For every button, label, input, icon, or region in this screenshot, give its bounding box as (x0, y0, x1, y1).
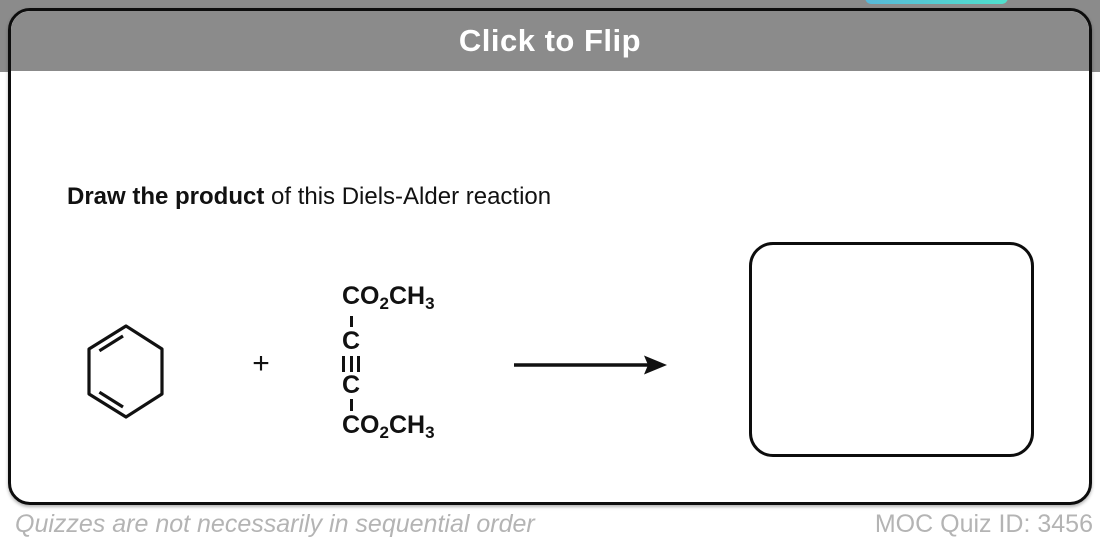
formula-subscript: 2 (379, 293, 389, 313)
single-bond-bottom (349, 399, 353, 411)
formula-text: CH (388, 282, 426, 310)
double-bond-top (98, 334, 124, 353)
question-bold: Draw the product (67, 183, 265, 210)
quiz-id: MOC Quiz ID: 3456 (874, 510, 1093, 538)
triple-bond-line (342, 356, 345, 372)
formula-subscript: 3 (425, 422, 435, 442)
single-bond-top (349, 316, 353, 327)
answer-box (749, 242, 1034, 457)
nav-button-partial[interactable] (865, 0, 1008, 4)
triple-bond (329, 356, 373, 372)
double-bond-bottom (98, 390, 124, 409)
question-rest: of this Diels-Alder reaction (264, 183, 552, 210)
triple-bond-line (349, 356, 353, 372)
triple-bond-line (357, 356, 360, 372)
reaction-arrow (514, 355, 667, 375)
hexagon-ring (87, 324, 164, 419)
substituent-top: CO2CH3 (342, 282, 435, 312)
diene-structure (87, 324, 164, 419)
question-text: Draw the product of this Diels-Alder rea… (67, 183, 551, 211)
arrow-head (644, 355, 667, 375)
formula-text: CO (342, 282, 380, 310)
plus-sign: + (252, 347, 270, 380)
dienophile-structure: CO2CH3 C C CO2CH3 (329, 284, 469, 454)
flashcard[interactable]: Click to Flip Draw the product of this D… (8, 8, 1092, 505)
alkyne-carbon-bottom: C (341, 371, 361, 399)
formula-text: CH (388, 411, 426, 439)
footer-note: Quizzes are not necessarily in sequentia… (15, 510, 535, 538)
substituent-bottom: CO2CH3 (342, 411, 435, 441)
flip-header[interactable]: Click to Flip (11, 11, 1089, 71)
formula-subscript: 2 (379, 422, 389, 442)
alkyne-carbon-top: C (341, 327, 361, 355)
formula-text: CO (342, 411, 380, 439)
formula-subscript: 3 (425, 293, 435, 313)
flip-label: Click to Flip (458, 23, 642, 58)
